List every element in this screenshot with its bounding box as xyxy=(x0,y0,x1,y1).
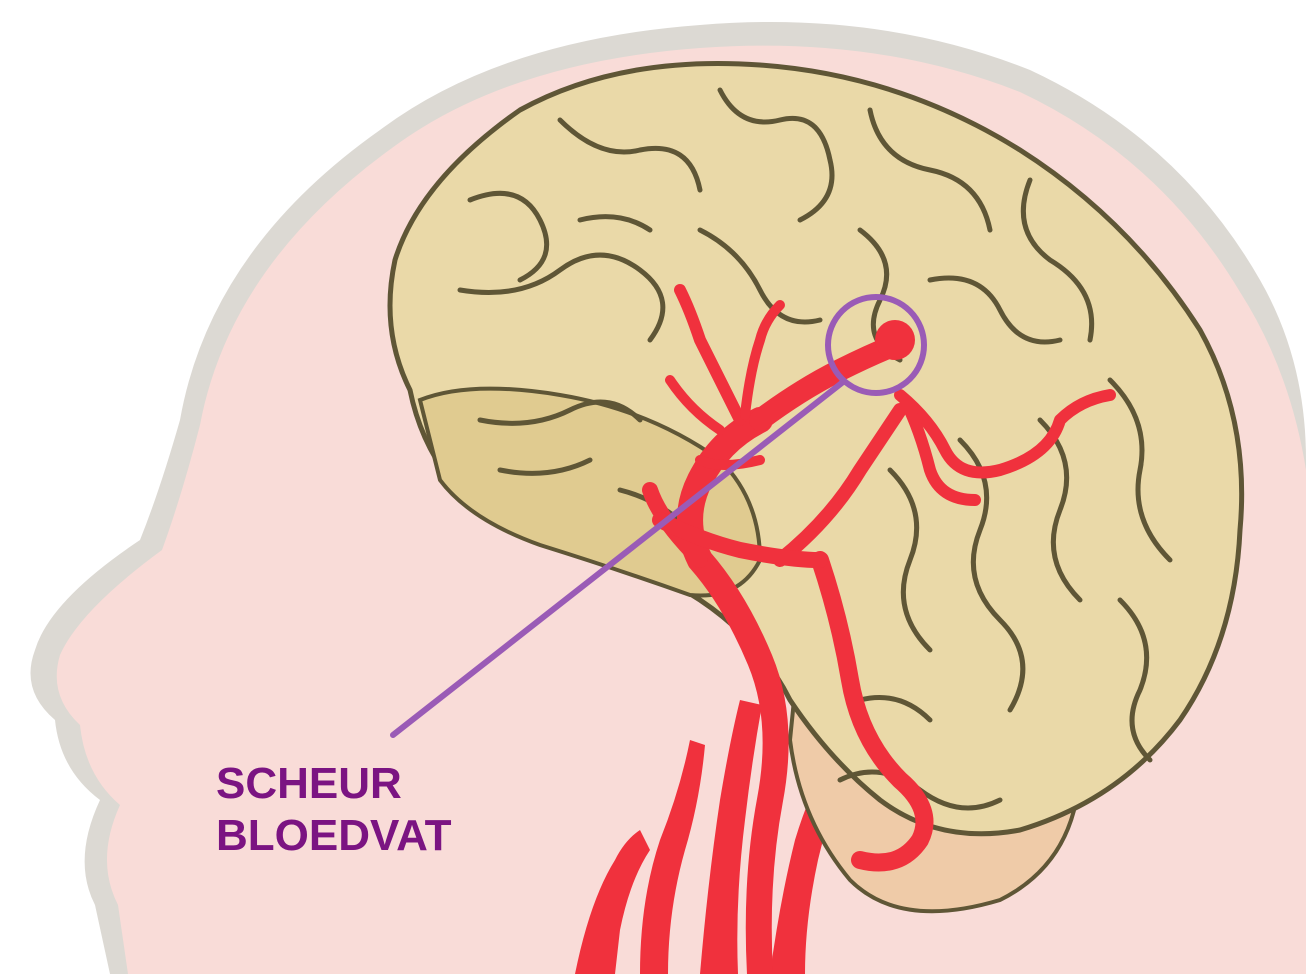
aneurysm xyxy=(875,320,915,360)
annotation-line-2: BLOEDVAT xyxy=(216,810,451,862)
annotation-line-1: SCHEUR xyxy=(216,758,451,810)
annotation-label: SCHEUR BLOEDVAT xyxy=(216,758,451,862)
